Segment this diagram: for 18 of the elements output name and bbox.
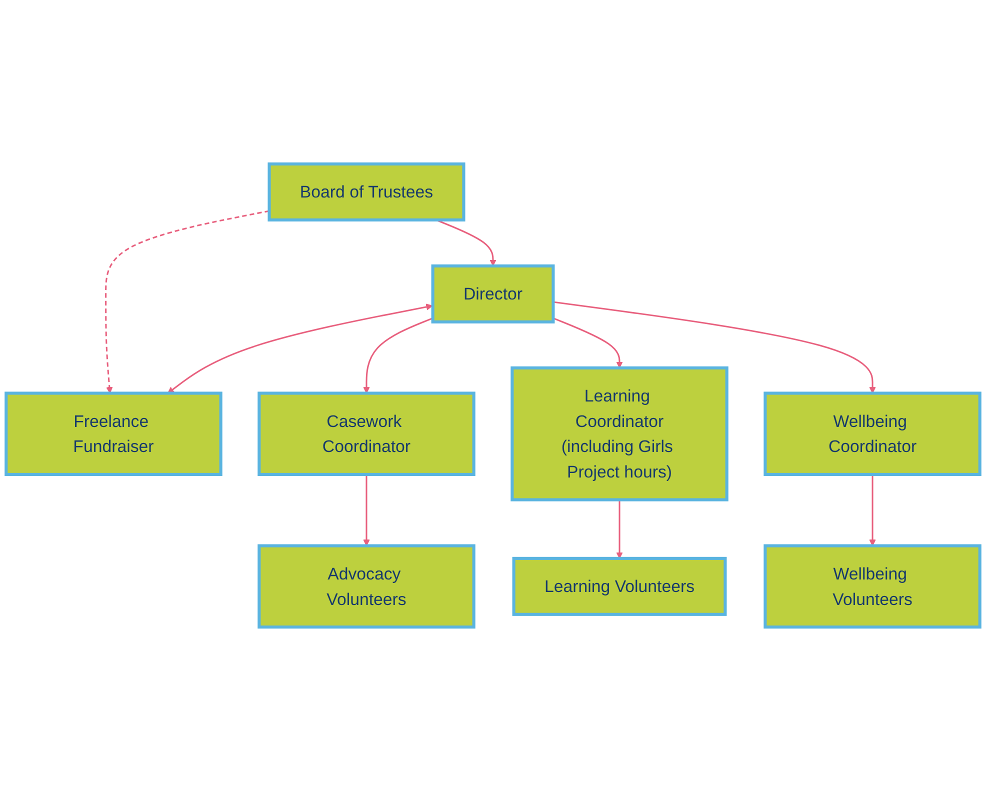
node-box: Wellbeing Coordinator [764, 392, 982, 476]
node-box: Learning Coordinator (including Girls Project hours) [510, 366, 728, 502]
node-box: Director [431, 264, 555, 324]
arrow [363, 474, 370, 546]
arrow [552, 317, 623, 368]
arrow [869, 474, 876, 546]
node-box: Advocacy Volunteers [258, 544, 476, 629]
arrow [105, 210, 270, 394]
node-box: Casework Coordinator [258, 392, 476, 476]
arrow [363, 317, 434, 394]
arrow [553, 301, 876, 394]
node-box: Wellbeing Volunteers [764, 544, 982, 629]
arrow [436, 219, 496, 266]
node-box: Freelance Fundraiser [4, 392, 222, 476]
node-box: Learning Volunteers [512, 556, 727, 616]
node-box: Board of Trustees [268, 162, 466, 222]
arrow [167, 304, 433, 394]
arrow [616, 500, 623, 559]
